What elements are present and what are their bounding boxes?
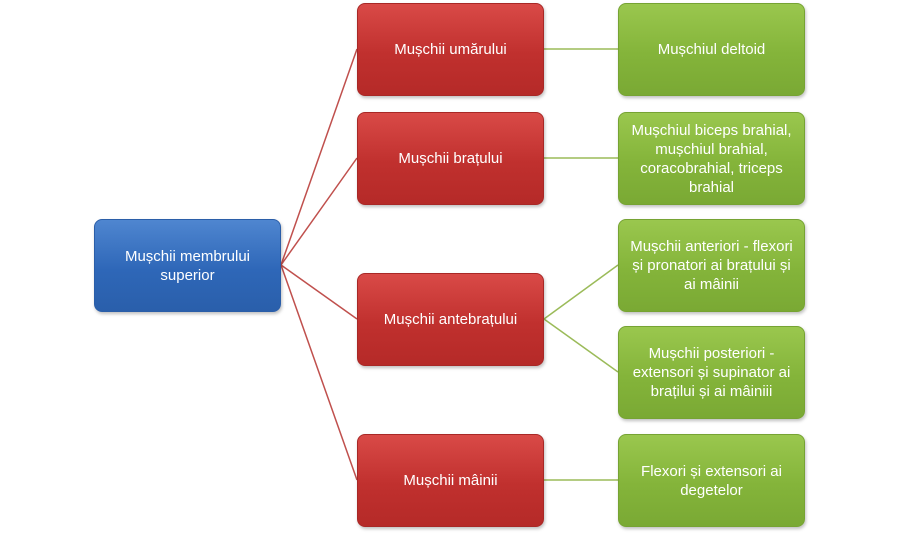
- group-node-label: Mușchii brațului: [398, 150, 503, 167]
- leaf-node-label: Mușchii anteriori - flexori și pronatori…: [630, 238, 793, 293]
- connector-root-forearm: [280, 264, 358, 320]
- leaf-node-hand-muscles[interactable]: Flexori și extensori ai degetelor: [618, 434, 805, 527]
- group-node-arm[interactable]: Mușchii brațului: [357, 112, 544, 205]
- connector-forearm-anterior: [543, 264, 619, 320]
- leaf-node-arm-muscles[interactable]: Mușchiul biceps brahial, mușchiul brahia…: [618, 112, 805, 205]
- connector-root-arm: [280, 157, 358, 266]
- leaf-node-label: Mușchiul biceps brahial, mușchiul brahia…: [631, 121, 792, 196]
- leaf-node-label: Mușchii posteriori - extensori și supina…: [632, 345, 791, 400]
- connector-forearm-posterior: [543, 318, 619, 373]
- group-node-hand[interactable]: Mușchii mâinii: [357, 434, 544, 527]
- leaf-node-label: Flexori și extensori ai degetelor: [641, 462, 782, 499]
- connector-root-hand: [280, 264, 358, 481]
- leaf-node-posterior-forearm[interactable]: Mușchii posteriori - extensori și supina…: [618, 326, 805, 419]
- leaf-node-label: Mușchiul deltoid: [657, 41, 766, 58]
- group-node-label: Mușchii mâinii: [403, 472, 498, 489]
- root-node[interactable]: Mușchii membrului superior: [94, 219, 281, 312]
- group-node-label: Mușchii umărului: [394, 41, 507, 58]
- root-node-label: Mușchii membrului superior: [124, 247, 251, 284]
- leaf-node-deltoid[interactable]: Mușchiul deltoid: [618, 3, 805, 96]
- leaf-node-anterior-forearm[interactable]: Mușchii anteriori - flexori și pronatori…: [618, 219, 805, 312]
- group-node-forearm[interactable]: Mușchii antebrațului: [357, 273, 544, 366]
- group-node-shoulder[interactable]: Mușchii umărului: [357, 3, 544, 96]
- group-node-label: Mușchii antebrațului: [383, 311, 518, 328]
- connector-root-shoulder: [280, 48, 358, 266]
